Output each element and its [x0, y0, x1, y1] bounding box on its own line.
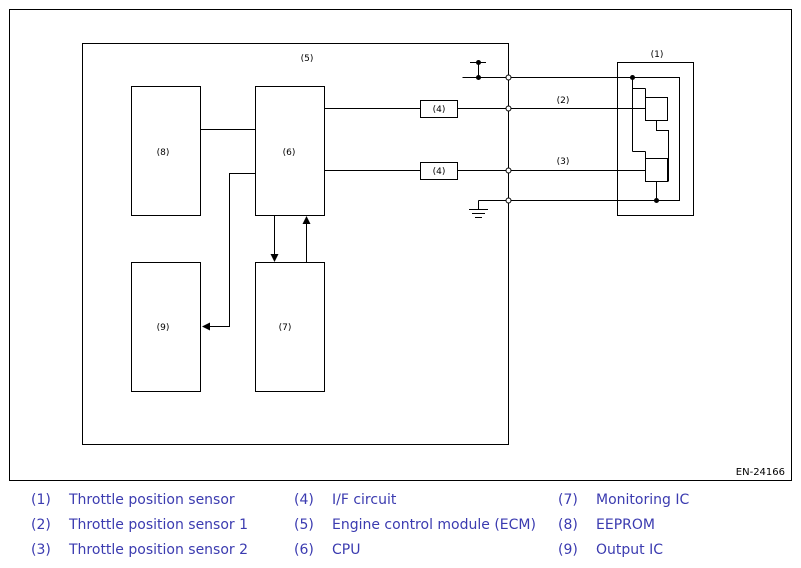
ecm-label: (5): [301, 54, 314, 64]
tps-box: [617, 62, 694, 216]
cpu-output-wire: [202, 173, 256, 331]
tps1-wire-label: (2): [557, 96, 570, 106]
tps2-wire-label: (3): [557, 157, 570, 167]
tps-power-bus: [632, 77, 680, 201]
if-circuit-1-label: (4): [433, 105, 446, 115]
legend: (1)Throttle position sensor (2)Throttle …: [0, 484, 801, 568]
terminal-tps2: [505, 167, 512, 174]
tps1-element: [645, 97, 668, 121]
legend-item-3: (3)Throttle position sensor 2: [31, 542, 249, 558]
tps2-element: [645, 158, 668, 182]
tps-label: (1): [651, 50, 664, 60]
legend-item-9: (9)Output IC: [558, 542, 663, 558]
power-node-top: [476, 60, 481, 65]
tps1-ground-link: [656, 120, 669, 182]
ecm-box: [82, 43, 509, 445]
monitoring-ic-box: [255, 262, 325, 392]
legend-item-5: (5)Engine control module (ECM): [294, 517, 536, 533]
legend-item-2: (2)Throttle position sensor 1: [31, 517, 249, 533]
terminal-tps1: [505, 105, 512, 112]
terminal-power: [505, 74, 512, 81]
legend-item-4: (4)I/F circuit: [294, 492, 397, 508]
cpu-box: [255, 86, 325, 216]
if-circuit-2-label: (4): [433, 167, 446, 177]
legend-item-1: (1)Throttle position sensor: [31, 492, 235, 508]
diagram-border: [9, 9, 792, 481]
cpu-label: (6): [283, 148, 296, 158]
output-ic-label: (9): [157, 323, 170, 333]
output-ic-box: [131, 262, 201, 392]
legend-item-6: (6)CPU: [294, 542, 361, 558]
power-node: [476, 75, 481, 80]
eeprom-label: (8): [157, 148, 170, 158]
legend-item-8: (8)EEPROM: [558, 517, 655, 533]
monitoring-ic-label: (7): [279, 323, 292, 333]
legend-item-7: (7)Monitoring IC: [558, 492, 690, 508]
eeprom-box: [131, 86, 201, 216]
tps-ground-node: [654, 198, 659, 203]
terminal-ground: [505, 197, 512, 204]
figure-code: EN-24166: [736, 467, 785, 478]
